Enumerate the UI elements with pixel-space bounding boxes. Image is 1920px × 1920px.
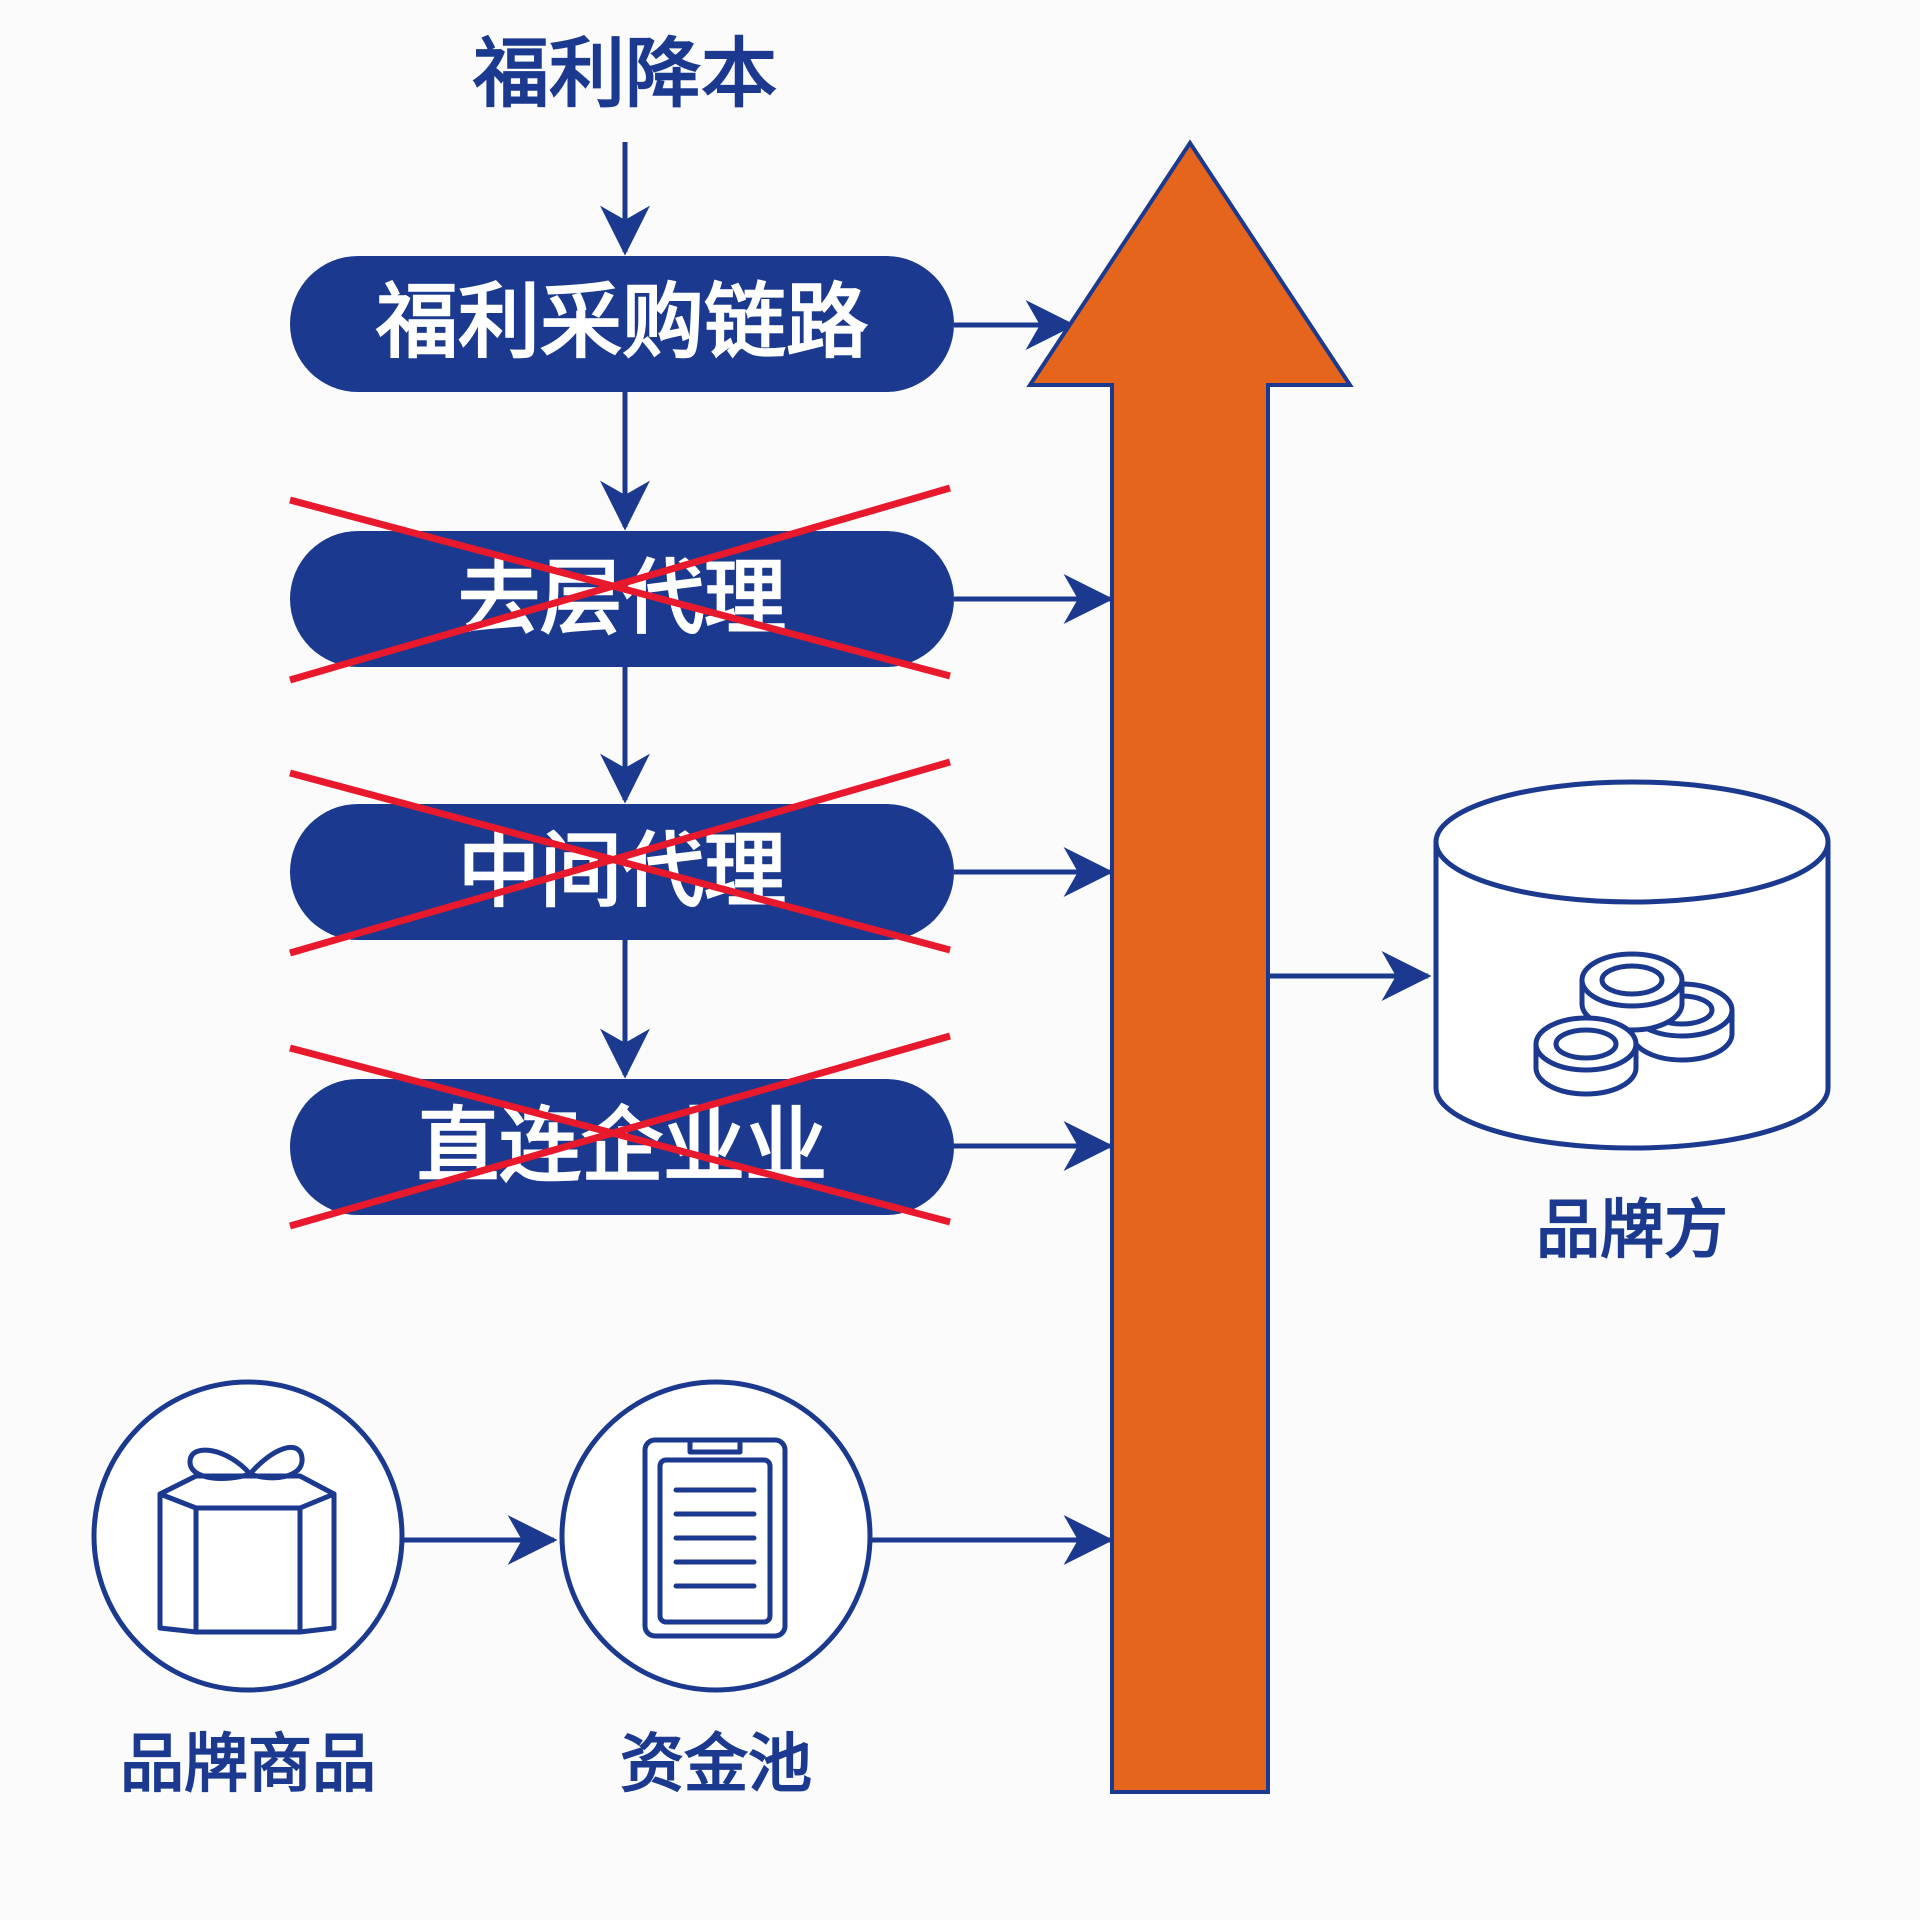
- clipboard-document-icon: [642, 1437, 788, 1639]
- gift-box-icon: [157, 1445, 337, 1635]
- coins-icon: [1533, 951, 1735, 1097]
- pill-label: 中间代理: [458, 824, 786, 919]
- pill-label: 直连企业业: [417, 1099, 827, 1194]
- red-cross-mark: [289, 1032, 951, 1230]
- pill-direct-enterprise: 直连企业业: [289, 1032, 954, 1230]
- red-cross-mark: [289, 484, 951, 684]
- growth-arrow: [1026, 139, 1354, 1794]
- top-label: 福利降本: [472, 29, 777, 118]
- pill-label: 福利采购链路: [375, 275, 869, 370]
- brand-goods-label: 品牌商品: [120, 1728, 376, 1802]
- fund-pool-node: [559, 1379, 873, 1693]
- pill-label: 去层代理: [458, 551, 786, 646]
- fund-pool-label: 资金池: [620, 1728, 812, 1802]
- pill-middle-agent: 中间代理: [289, 758, 954, 957]
- brand-goods-node: [91, 1379, 405, 1693]
- brand-label: 品牌方: [1536, 1194, 1728, 1268]
- pill-welfare-procurement: 福利采购链路: [290, 256, 954, 392]
- red-cross-mark: [289, 758, 951, 957]
- pill-background: [290, 256, 954, 392]
- pill-remove-layer-agent: 去层代理: [289, 484, 954, 684]
- brand-cylinder: [1433, 779, 1831, 1151]
